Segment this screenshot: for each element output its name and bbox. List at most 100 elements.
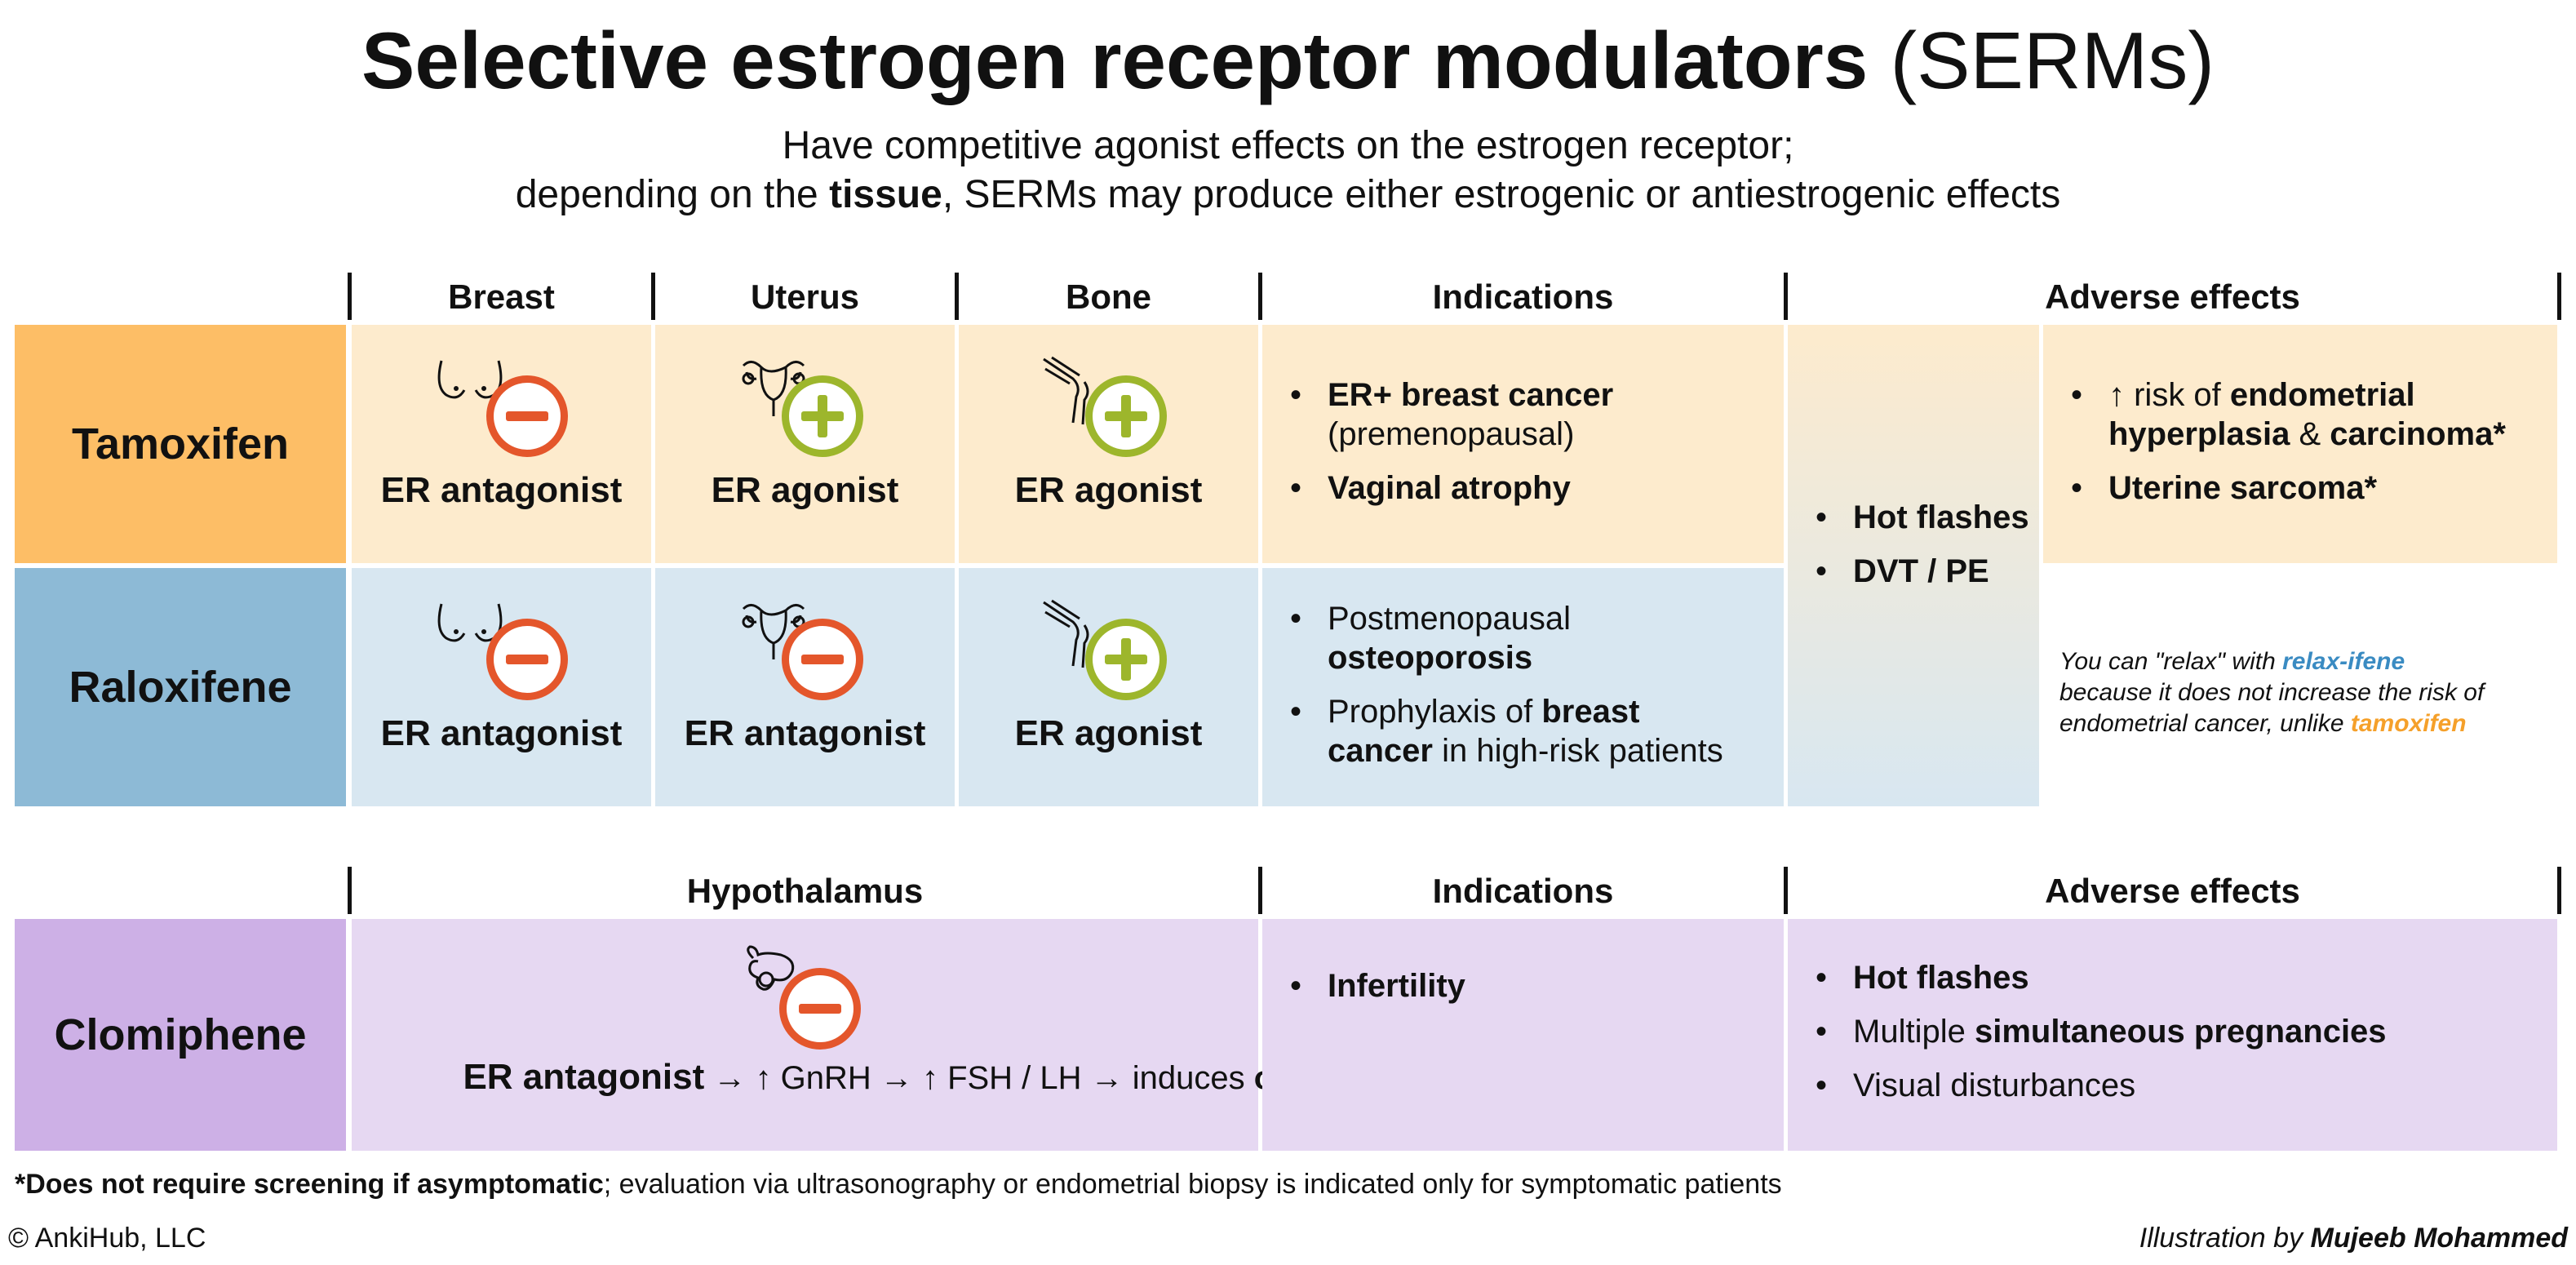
header-separator (2557, 273, 2561, 320)
header-indications: Indications (1432, 277, 1614, 316)
indication-bold: Vaginal atrophy (1328, 470, 1571, 506)
clomiphene-hypothalamus-cell (352, 919, 1258, 1151)
header-adverse-effects: Adverse effects (2045, 277, 2300, 316)
header-uterus: Uterus (750, 277, 860, 316)
list-item: Hot flashes (1814, 958, 2557, 997)
hypothalamus-pituitary-icon (742, 943, 807, 1017)
mechanism-text: → ↑ GnRH → ↑ FSH / LH → induces (704, 1060, 1254, 1096)
header-separator (2557, 867, 2561, 914)
tamoxifen-uterus-cell: ER agonist (655, 325, 955, 563)
drug-label-tamoxifen: Tamoxifen (15, 325, 346, 563)
clomiphene-indications-cell: Infertility (1262, 919, 1784, 1151)
indication-bold: Infertility (1328, 968, 1465, 1004)
raloxifene-bone-effect: ER agonist (1014, 713, 1203, 753)
clomiphene-indications-list: Infertility (1288, 966, 1784, 1005)
list-item: Infertility (1288, 966, 1784, 1005)
drug-label-raloxifene: Raloxifene (15, 568, 346, 806)
adverse-bold: Hot flashes (1853, 960, 2029, 996)
raloxifene-uterus-effect: ER antagonist (684, 713, 926, 753)
note-text: You can "relax" with (2059, 648, 2283, 675)
header-bone: Bone (1066, 277, 1151, 316)
list-item: Vaginal atrophy (1288, 468, 1784, 508)
indication-bold: osteoporosis (1328, 640, 1533, 676)
title-bold: Selective estrogen receptor modulators (361, 16, 1869, 105)
tamoxifen-bone-effect: ER agonist (1014, 470, 1203, 510)
list-item: Prophylaxis of breast cancer in high-risk… (1288, 692, 1784, 770)
minus-sign-icon (486, 375, 568, 457)
note-tamoxifen: tamoxifen (2350, 710, 2467, 737)
header-separator (348, 273, 352, 320)
adverse-hot-flashes: Hot flashes (1853, 499, 2029, 535)
clomiphene-adverse-list: Hot flashes Multiple simultaneous pregna… (1814, 958, 2557, 1105)
list-item: Uterine sarcoma* (2069, 468, 2557, 508)
adverse-text: Visual disturbances (1853, 1067, 2136, 1103)
indication-text: (premenopausal) (1328, 416, 1575, 452)
header-hypothalamus: Hypothalamus (686, 872, 924, 910)
list-item: DVT / PE (1814, 552, 2039, 591)
subtitle-line-1: Have competitive agonist effects on the … (782, 124, 1794, 167)
drug-label-clomiphene: Clomiphene (15, 919, 346, 1151)
header-separator (1258, 867, 1262, 914)
header-separator (1784, 273, 1788, 320)
raloxifene-breast-effect: ER antagonist (380, 713, 623, 753)
indication-bold: cancer (1328, 733, 1433, 769)
adverse-dvt-pe: DVT / PE (1853, 553, 1989, 589)
indication-text: in high-risk patients (1432, 733, 1723, 769)
shared-adverse-effects-cell: Hot flashes DVT / PE (1788, 325, 2039, 806)
tamoxifen-bone-cell: ER agonist (959, 325, 1258, 563)
header-separator (1258, 273, 1262, 320)
adverse-text: & (2290, 416, 2330, 452)
minus-sign-icon (782, 619, 863, 700)
list-item: Multiple simultaneous pregnancies (1814, 1012, 2557, 1051)
tamoxifen-breast-effect: ER antagonist (380, 470, 623, 510)
note-relax-ifene: relax-ifene (2282, 648, 2405, 675)
credit-author: Mujeeb Mohammed (2310, 1223, 2568, 1254)
credit-text: Illustration by (2139, 1223, 2311, 1254)
footnote-bold: *Does not require screening if asymptoma… (15, 1169, 604, 1200)
list-item: Visual disturbances (1814, 1066, 2557, 1105)
subtitle-text-b: , SERMs may produce either estrogenic or… (942, 173, 2061, 216)
copyright: © AnkiHub, LLC (8, 1223, 206, 1254)
mechanism-bold: ER antagonist (463, 1057, 705, 1097)
uterus-icon (737, 597, 810, 663)
plus-sign-icon (1085, 375, 1167, 457)
adverse-bold: hyperplasia (2108, 416, 2290, 452)
bone-joint-icon (1040, 597, 1114, 671)
note-text: endometrial cancer, unlike (2059, 710, 2351, 737)
header-separator (955, 273, 959, 320)
raloxifene-uterus-cell: ER antagonist (655, 568, 955, 806)
list-item: Hot flashes (1814, 498, 2039, 537)
illustration-credit: Illustration by Mujeeb Mohammed (2139, 1223, 2568, 1254)
raloxifene-breast-cell: ER antagonist (352, 568, 651, 806)
indication-bold: breast (1541, 694, 1640, 730)
note-text: because it does not increase the risk of (2059, 679, 2485, 706)
header-separator (1784, 867, 1788, 914)
plus-sign-icon (1085, 619, 1167, 700)
subtitle-bold: tissue (829, 173, 942, 216)
indication-text: Prophylaxis of (1328, 694, 1542, 730)
raloxifene-bone-cell: ER agonist (959, 568, 1258, 806)
tamoxifen-indications-cell: ER+ breast cancer(premenopausal) Vaginal… (1262, 325, 1784, 563)
indication-bold: ER+ breast cancer (1328, 377, 1614, 413)
header-separator (651, 273, 655, 320)
adverse-text: Multiple (1853, 1014, 1975, 1050)
tamoxifen-uterus-effect: ER agonist (711, 470, 899, 510)
header-separator (348, 867, 352, 914)
shared-adverse-effects-list: Hot flashes DVT / PE (1814, 498, 2039, 591)
adverse-bold: Uterine sarcoma* (2108, 470, 2378, 506)
page-title: Selective estrogen receptor modulators (… (0, 11, 2576, 109)
subtitle-text-a: depending on the (515, 173, 830, 216)
tamoxifen-breast-cell: ER antagonist (352, 325, 651, 563)
clomiphene-adverse-cell: Hot flashes Multiple simultaneous pregna… (1788, 919, 2557, 1151)
footnote-text: ; evaluation via ultrasonography or endo… (603, 1169, 1782, 1200)
minus-sign-icon (779, 968, 861, 1050)
adverse-bold: carcinoma* (2330, 416, 2506, 452)
plus-sign-icon (782, 375, 863, 457)
bone-joint-icon (1040, 354, 1114, 428)
adverse-bold: simultaneous pregnancies (1974, 1014, 2387, 1050)
header-indications: Indications (1432, 872, 1614, 910)
footnote: *Does not require screening if asymptoma… (15, 1169, 1782, 1201)
